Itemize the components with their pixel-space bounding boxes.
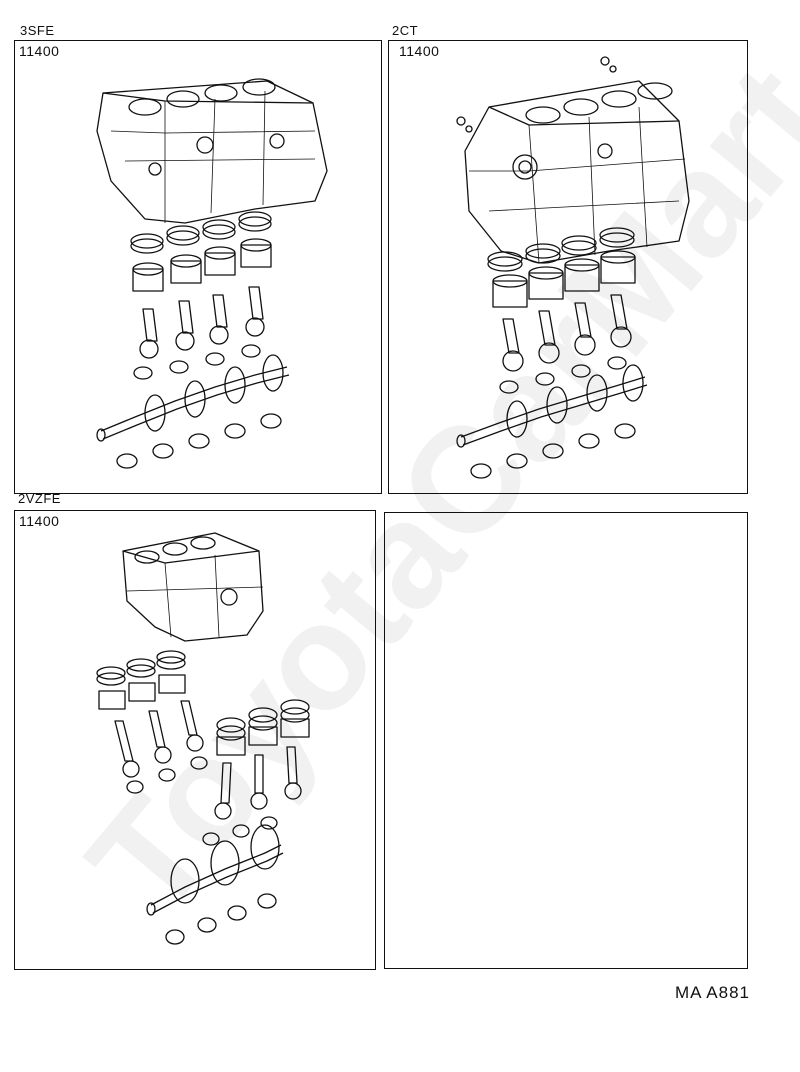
part-number-2ct: 11400 — [399, 43, 440, 59]
panel-empty — [384, 512, 748, 969]
engine-label-2ct: 2CT — [392, 23, 419, 38]
engine-block-inline-4-icon — [96, 78, 328, 469]
engine-block-v6-icon — [96, 532, 310, 945]
panel-2vzfe: 11400 — [14, 510, 376, 970]
engine-block-inline-4-icon — [456, 56, 690, 479]
part-number-2vzfe: 11400 — [19, 513, 60, 529]
panel-3sfe: 11400 — [14, 40, 382, 494]
reference-code: MA A881 — [674, 983, 750, 1002]
engine-label-2vzfe: 2VZFE — [18, 491, 61, 506]
panel-2ct: 11400 — [388, 40, 748, 494]
part-number-3sfe: 11400 — [19, 43, 60, 59]
engine-label-3sfe: 3SFE — [20, 23, 55, 38]
